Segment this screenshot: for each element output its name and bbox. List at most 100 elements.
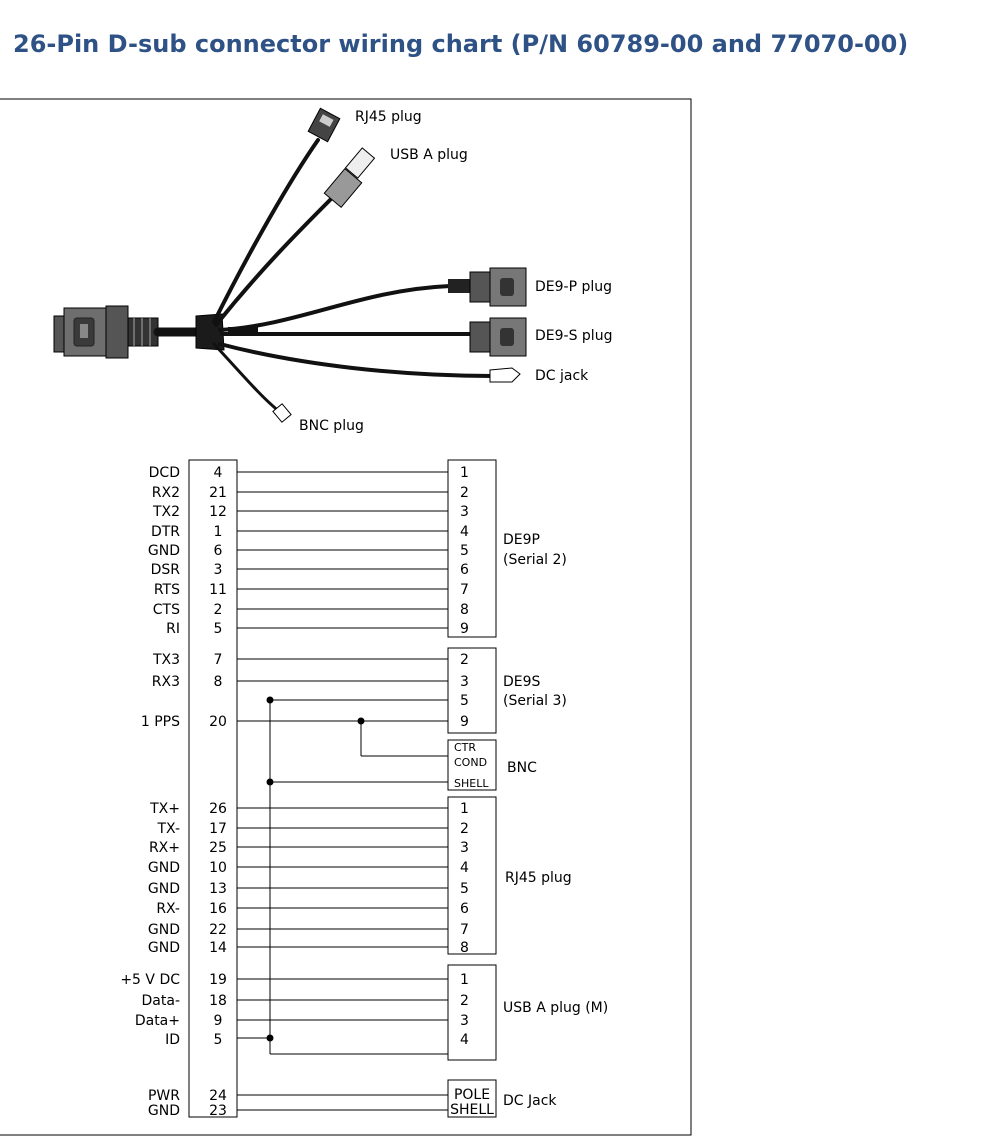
signal-label: TX2 xyxy=(152,504,180,520)
signal-label: Data- xyxy=(142,993,180,1009)
signal-label: RX2 xyxy=(152,485,180,501)
de9s-plug-icon xyxy=(469,317,527,357)
dc-name: DC Jack xyxy=(503,1093,557,1109)
signal-label: GND xyxy=(148,1103,180,1119)
signal-label: GND xyxy=(148,543,180,559)
usb-name: USB A plug (M) xyxy=(503,1000,608,1016)
cable-label-de9s: DE9-S plug xyxy=(535,328,612,344)
dsub-pin-number: 16 xyxy=(209,901,227,917)
dsub-pin-number: 19 xyxy=(209,972,227,988)
dest-pin-label: 3 xyxy=(460,504,469,520)
dest-pin-label: 6 xyxy=(460,901,469,917)
dest-pin-label: 2 xyxy=(460,993,469,1009)
signal-label: 1 PPS xyxy=(141,714,180,730)
dest-pin-label: 2 xyxy=(460,485,469,501)
dest-pin-label: 9 xyxy=(460,621,469,637)
dsub-pin-number: 23 xyxy=(209,1103,227,1119)
rj45-name: RJ45 plug xyxy=(505,870,572,886)
signal-label: GND xyxy=(148,922,180,938)
dsub-pin-number: 5 xyxy=(214,1032,223,1048)
dest-pin-label: 9 xyxy=(460,714,469,730)
dest-pin-label: 7 xyxy=(460,922,469,938)
dest-pin-label: SHELL xyxy=(454,777,489,790)
diagram-frame xyxy=(0,98,692,1136)
dest-pin-label: 3 xyxy=(460,1013,469,1029)
dest-pin-label: 5 xyxy=(460,881,469,897)
dsub-pin-number: 25 xyxy=(209,840,227,856)
usb-plug-icon xyxy=(323,147,376,209)
dest-pin-label: 1 xyxy=(460,972,469,988)
de9p-sub: (Serial 2) xyxy=(503,552,567,568)
dest-pin-label: 2 xyxy=(460,821,469,837)
signal-label: RX3 xyxy=(152,674,180,690)
dsub-pin-column xyxy=(188,459,238,1118)
de9s-sub: (Serial 3) xyxy=(503,693,567,709)
de9s-box xyxy=(447,647,497,734)
dest-pin-label: 8 xyxy=(460,940,469,956)
signal-label: DSR xyxy=(151,562,181,578)
dest-pin-label: 1 xyxy=(460,801,469,817)
dsub-pin-number: 10 xyxy=(209,860,227,876)
dest-pin-label: 5 xyxy=(460,693,469,709)
dc-box xyxy=(447,1079,497,1118)
cable-label-de9p: DE9-P plug xyxy=(535,279,612,295)
signal-label: TX3 xyxy=(152,652,180,668)
dest-pin-label: 4 xyxy=(460,860,469,876)
dsub-pin-number: 11 xyxy=(209,582,227,598)
page-title: 26-Pin D-sub connector wiring chart (P/N… xyxy=(13,30,909,58)
signal-label: TX+ xyxy=(149,801,180,817)
rj45-plug-icon xyxy=(307,107,341,143)
ground-bus xyxy=(237,696,448,1055)
dsub-pin-number: 8 xyxy=(214,674,223,690)
signal-label: RTS xyxy=(154,582,180,598)
signal-label: RX- xyxy=(156,901,180,917)
signal-label: DCD xyxy=(149,465,180,481)
dsub-pin-number: 5 xyxy=(214,621,223,637)
signal-label: TX- xyxy=(157,821,181,837)
dsub-pin-number: 20 xyxy=(209,714,227,730)
cable-illustration xyxy=(53,107,527,423)
dc-jack-icon xyxy=(489,367,521,383)
dest-pin-label: POLE xyxy=(454,1087,490,1103)
signal-label: ID xyxy=(165,1032,180,1048)
dest-pin-label: 1 xyxy=(460,465,469,481)
dest-pin-label: SHELL xyxy=(450,1102,494,1118)
de9p-box xyxy=(447,459,497,638)
cable-label-dc: DC jack xyxy=(535,368,589,384)
bnc-plug-icon xyxy=(272,403,292,423)
db26-connector-icon xyxy=(53,305,159,359)
signal-label: GND xyxy=(148,881,180,897)
rj45-box xyxy=(447,796,497,955)
dest-pin-label: 3 xyxy=(460,840,469,856)
cable-label-rj45: RJ45 plug xyxy=(355,109,422,125)
dsub-pin-number: 21 xyxy=(209,485,227,501)
dsub-pin-number: 22 xyxy=(209,922,227,938)
dsub-pin-number: 4 xyxy=(214,465,223,481)
dsub-pin-number: 13 xyxy=(209,881,227,897)
dsub-pin-number: 2 xyxy=(214,602,223,618)
signal-label: GND xyxy=(148,860,180,876)
bnc-center-tie xyxy=(357,717,448,757)
dsub-pin-number: 6 xyxy=(214,543,223,559)
signal-label: +5 V DC xyxy=(120,972,180,988)
dsub-pin-number: 12 xyxy=(209,504,227,520)
signal-label: CTS xyxy=(153,602,180,618)
dsub-pin-number: 18 xyxy=(209,993,227,1009)
de9p-name: DE9P xyxy=(503,532,540,548)
dest-pin-label: 6 xyxy=(460,562,469,578)
de9s-name: DE9S xyxy=(503,674,541,690)
signal-label: Data+ xyxy=(135,1013,180,1029)
signal-label: RI xyxy=(166,621,180,637)
bnc-name: BNC xyxy=(507,760,537,776)
dsub-pin-number: 17 xyxy=(209,821,227,837)
bnc-box xyxy=(447,739,497,791)
signal-label: PWR xyxy=(148,1088,180,1104)
dest-pin-label: 8 xyxy=(460,602,469,618)
de9p-plug-icon xyxy=(469,267,527,307)
dsub-pin-number: 26 xyxy=(209,801,227,817)
dest-pin-label: 2 xyxy=(460,652,469,668)
dsub-pin-number: 1 xyxy=(214,524,223,540)
signal-label: GND xyxy=(148,940,180,956)
dest-pin-label: 4 xyxy=(460,524,469,540)
